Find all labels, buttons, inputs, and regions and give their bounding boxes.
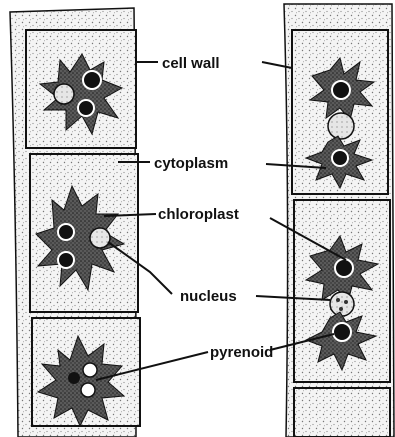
nucleus-right-2 [330, 292, 354, 316]
label-pyrenoid: pyrenoid [210, 344, 273, 361]
pyrenoid-left-2a [58, 224, 74, 240]
label-cell-wall: cell wall [162, 55, 220, 72]
pyrenoid-right-2b [333, 323, 351, 341]
pyrenoid-right-1a [332, 81, 350, 99]
pyrenoid-left-3b [81, 383, 95, 397]
right-filament [284, 4, 394, 437]
labels: cell wall cytoplasm chloroplast nucleus … [154, 55, 273, 361]
pyrenoid-left-3a [83, 363, 97, 377]
pyrenoid-left-1b [78, 100, 94, 116]
pyrenoid-left-2b [58, 252, 74, 268]
left-filament [10, 8, 140, 437]
nucleus-left-1a [54, 84, 74, 104]
right-cell-3 [294, 388, 390, 437]
nucleus-left-3 [68, 372, 80, 384]
label-chloroplast: chloroplast [158, 206, 239, 223]
label-cytoplasm: cytoplasm [154, 155, 228, 172]
nucleus-right-1 [328, 113, 354, 139]
pyrenoid-right-2a [335, 259, 353, 277]
nucleus-left-2 [90, 228, 110, 248]
pyrenoid-left-1a [83, 71, 101, 89]
label-nucleus: nucleus [180, 288, 237, 305]
pyrenoid-right-1b [332, 150, 348, 166]
